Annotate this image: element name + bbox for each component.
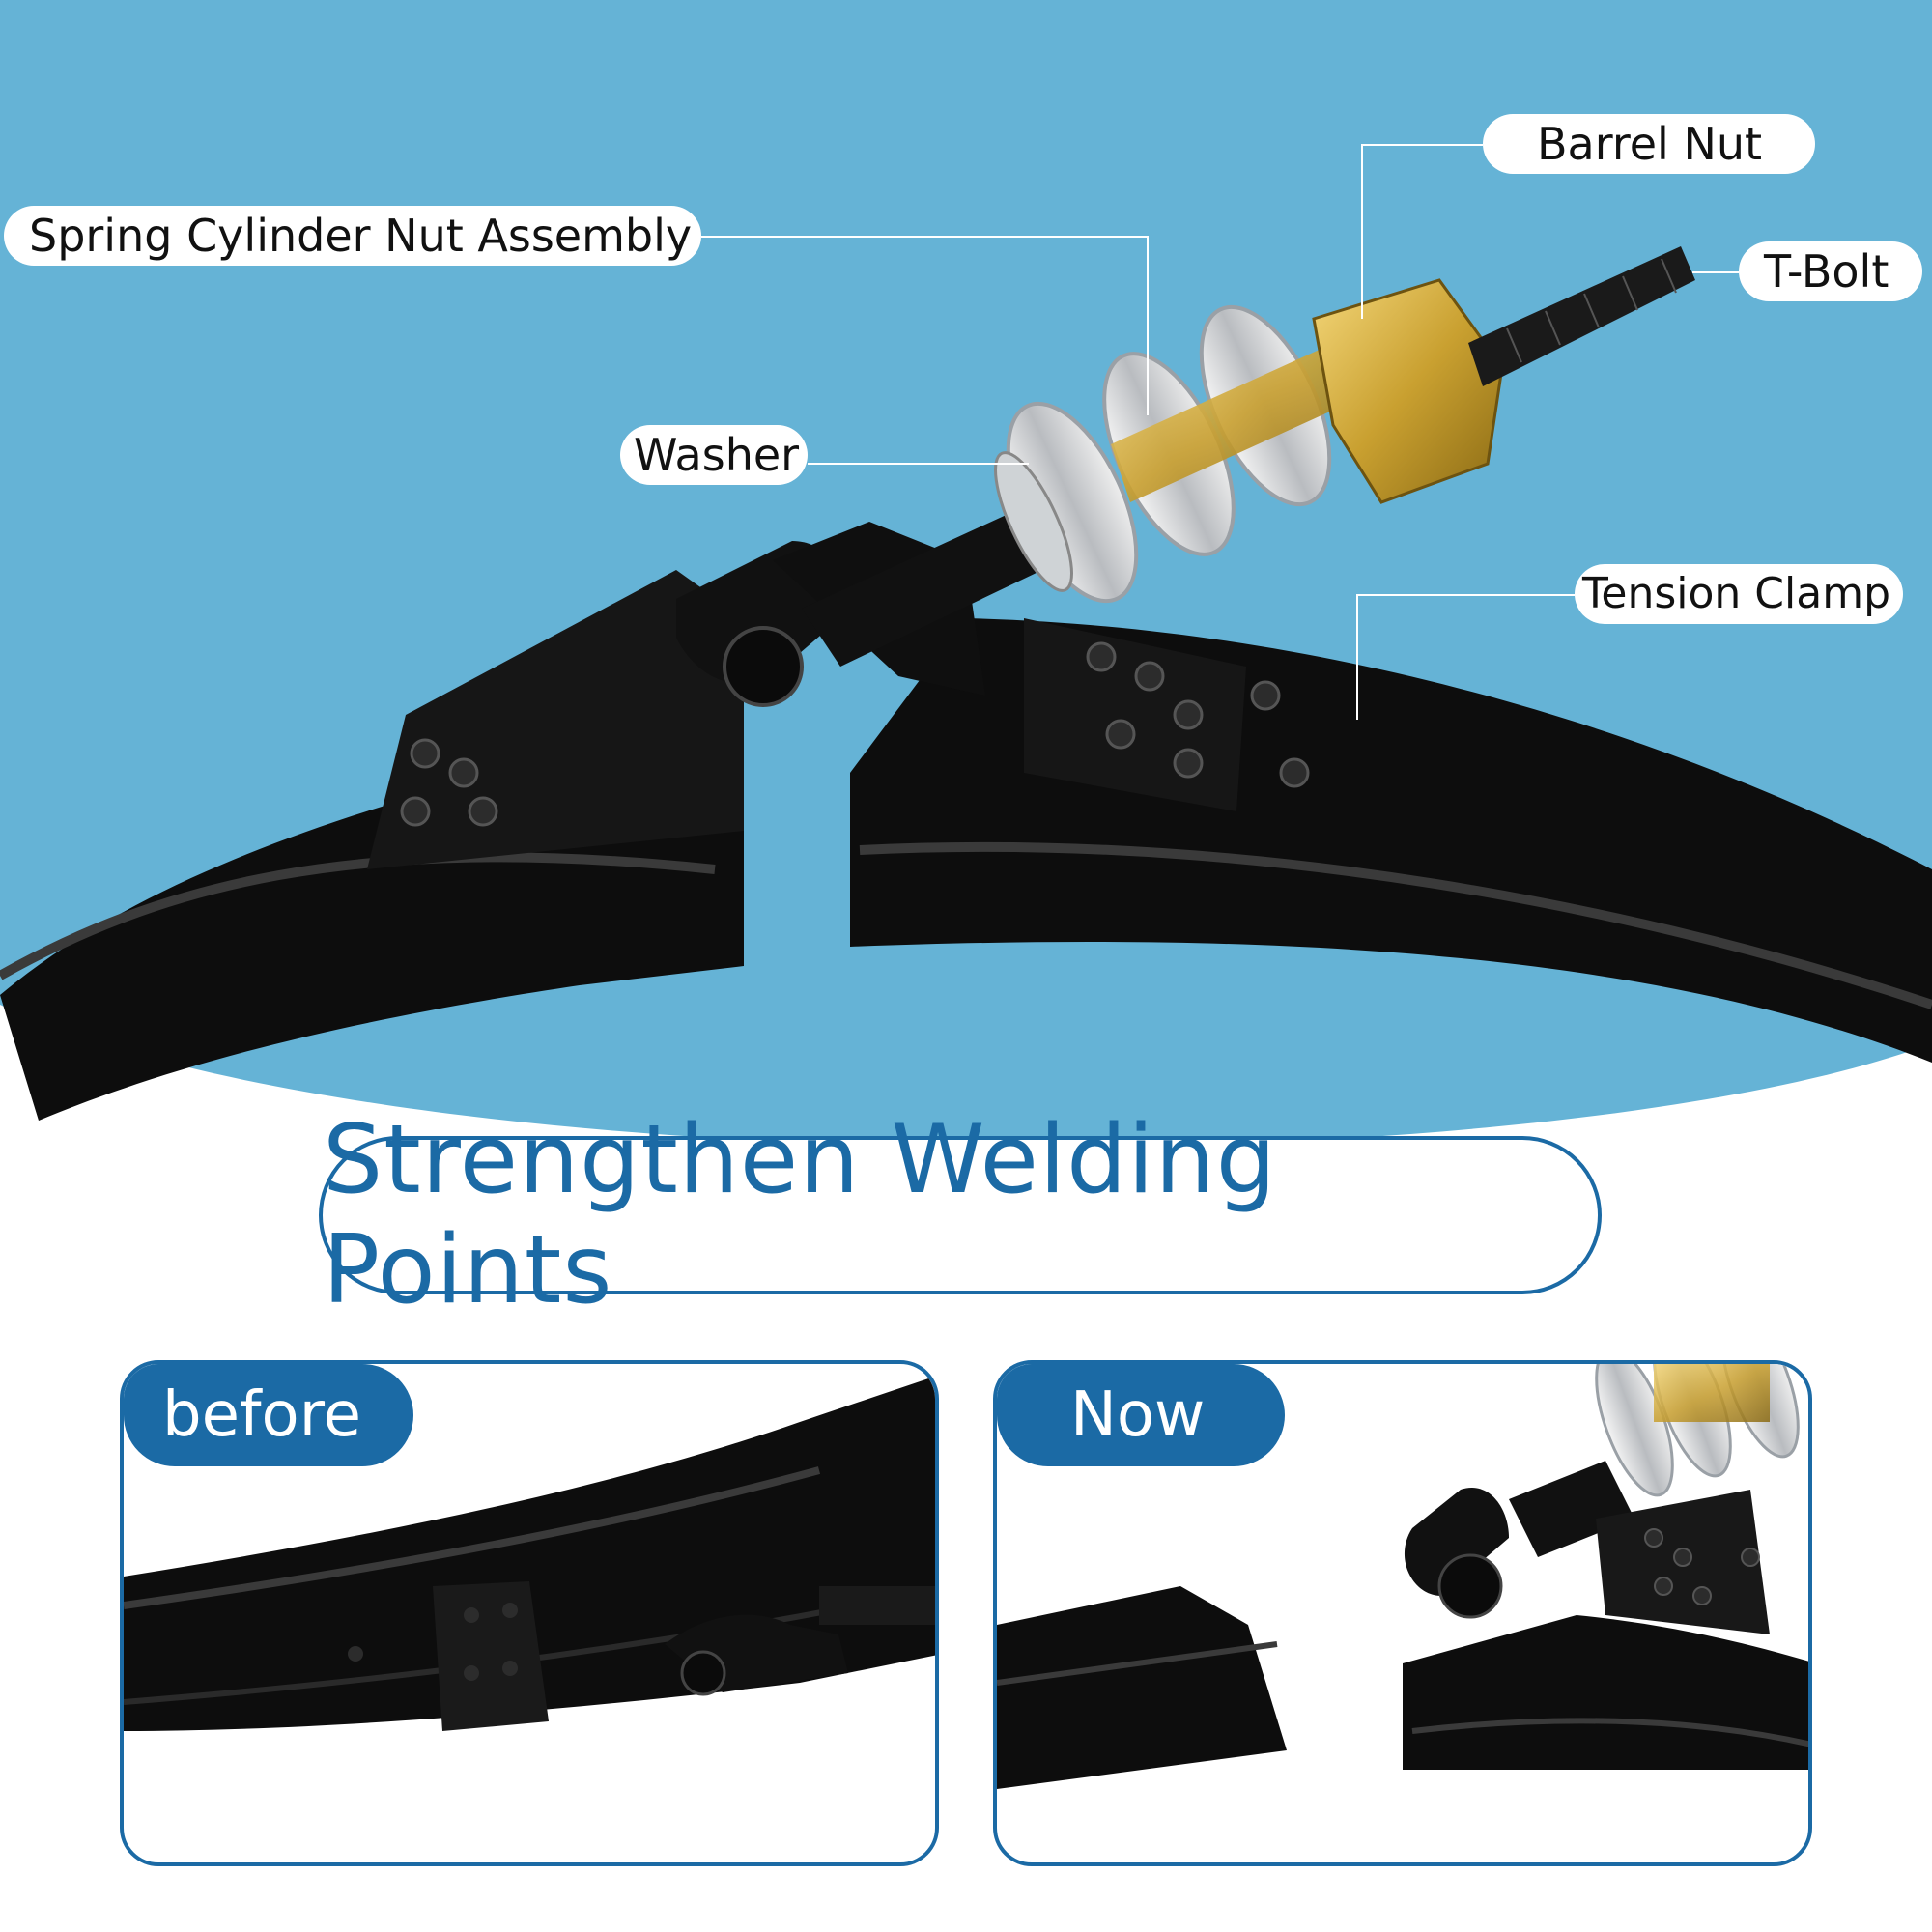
weld-plate-left — [367, 570, 744, 869]
spring-cylinder — [1111, 348, 1343, 502]
t-bolt-label: T-Bolt — [1739, 242, 1922, 301]
t-bolt-sleeve — [802, 502, 1063, 667]
washer — [994, 451, 1073, 592]
leader-spring-cylinder — [701, 236, 1149, 415]
now-tag: Now — [997, 1364, 1285, 1466]
now-panel: Now — [993, 1360, 1812, 1866]
tension-clamp-label: Tension Clamp — [1575, 564, 1903, 624]
barrel-nut-label: Barrel Nut — [1483, 114, 1815, 174]
before-clamp-image — [124, 1376, 935, 1731]
before-panel: before — [120, 1360, 939, 1866]
leader-tension-clamp — [1356, 594, 1575, 720]
leader-barrel-nut — [1361, 144, 1483, 319]
spring-cylinder-label: Spring Cylinder Nut Assembly — [4, 206, 701, 266]
washer-label: Washer — [620, 425, 808, 485]
before-tag: before — [124, 1364, 413, 1466]
barrel-nut — [1312, 278, 1504, 504]
now-clamp-image — [997, 1364, 1808, 1789]
t-bolt-thread — [1468, 246, 1695, 386]
headline-strengthen-welding: Strengthen Welding Points — [319, 1105, 1602, 1325]
